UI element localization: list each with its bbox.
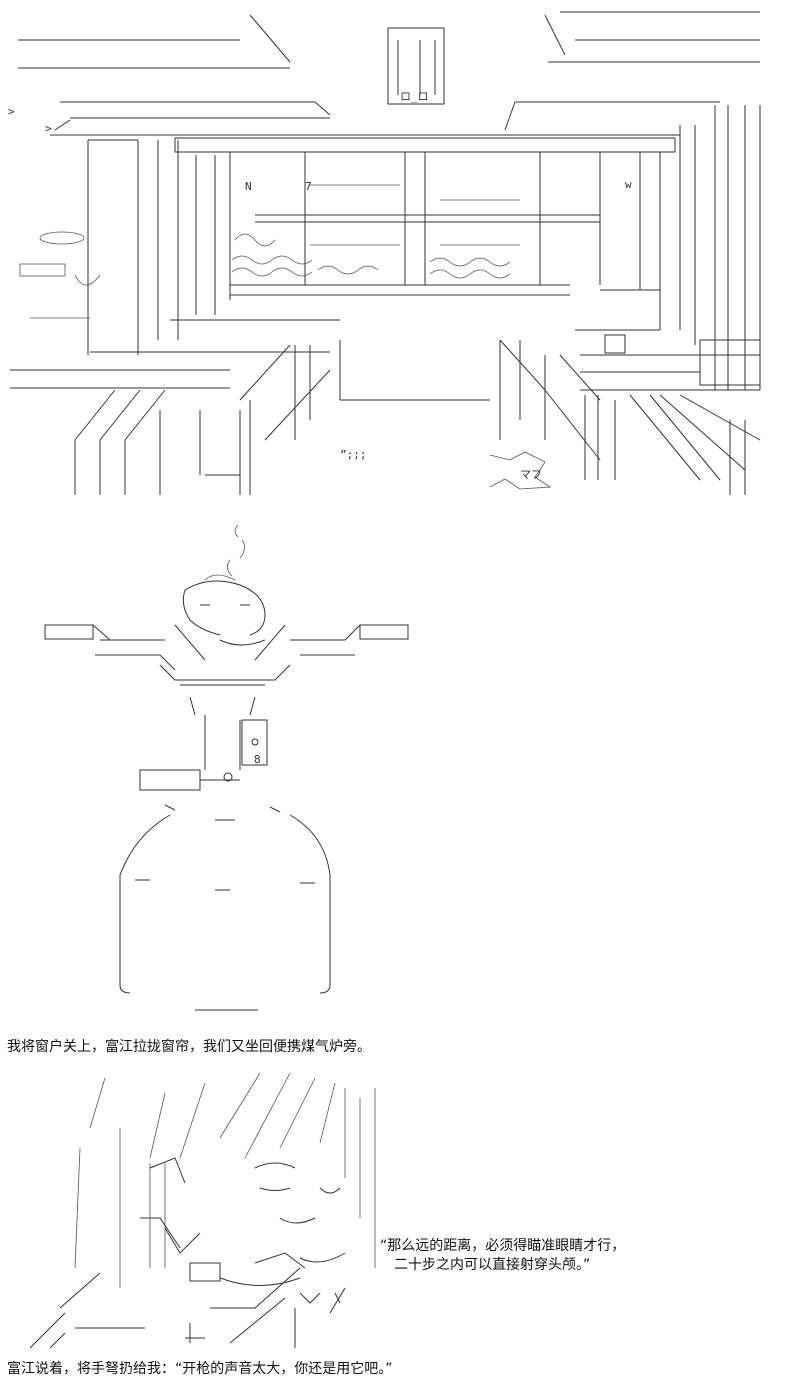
figure-art-panel: 8 [0,505,788,1030]
figure-head [182,580,266,646]
hair-strands [74,1072,376,1288]
curtain-folds [231,184,520,279]
figure-art: 8 [44,524,409,1011]
wall-number: 7 [305,180,312,193]
character-hand-crossbow [140,1157,306,1286]
character-lower [29,1267,346,1349]
left-bottle [19,231,101,319]
character-art [29,1072,376,1349]
room-art: ロ_ロ > > N [8,11,761,495]
steam-wisps [204,524,245,581]
ceiling-sign [387,27,445,105]
floor-lines-left [74,340,490,495]
drip-marks: ”;;; [340,448,367,461]
right-structure [575,105,761,391]
ceiling-lines [18,11,760,136]
floor-lines-right [499,339,761,495]
room-art-panel: ロ_ロ > > N [0,0,788,505]
figure-body [139,664,291,791]
figure-arms [44,624,409,671]
character-face [254,1162,346,1263]
dialogue-line-2: 二十步之内可以直接射穿头颅。” [380,1257,591,1273]
sign-text: ロ_ロ [400,90,429,103]
dialogue-line-1: “那么远的距离，必须得瞄准眼睛才行， [380,1238,626,1254]
crumpled-item [489,451,552,490]
window-frame [174,137,676,300]
arrow-mark: > [45,122,52,135]
left-shelf [10,139,340,389]
wall-letter-w: w [625,178,632,191]
sound-effect: マフ [520,468,542,481]
bottle-number: 8 [254,753,261,766]
arrow-mark: > [8,105,15,118]
caption-second: 富江说着，将手弩扔给我：“开枪的声音太大，你还是用它吧。” [7,1361,393,1377]
caption-first: 我将窗户关上，富江拉拢窗帘，我们又坐回便携煤气炉旁。 [7,1039,371,1055]
character-art-panel [0,1068,788,1358]
wall-letter-n: N [245,180,252,193]
large-bottle [119,804,331,1011]
dialogue-block: “那么远的距离，必须得瞄准眼睛才行， 二十步之内可以直接射穿头颅。” [380,1237,625,1275]
